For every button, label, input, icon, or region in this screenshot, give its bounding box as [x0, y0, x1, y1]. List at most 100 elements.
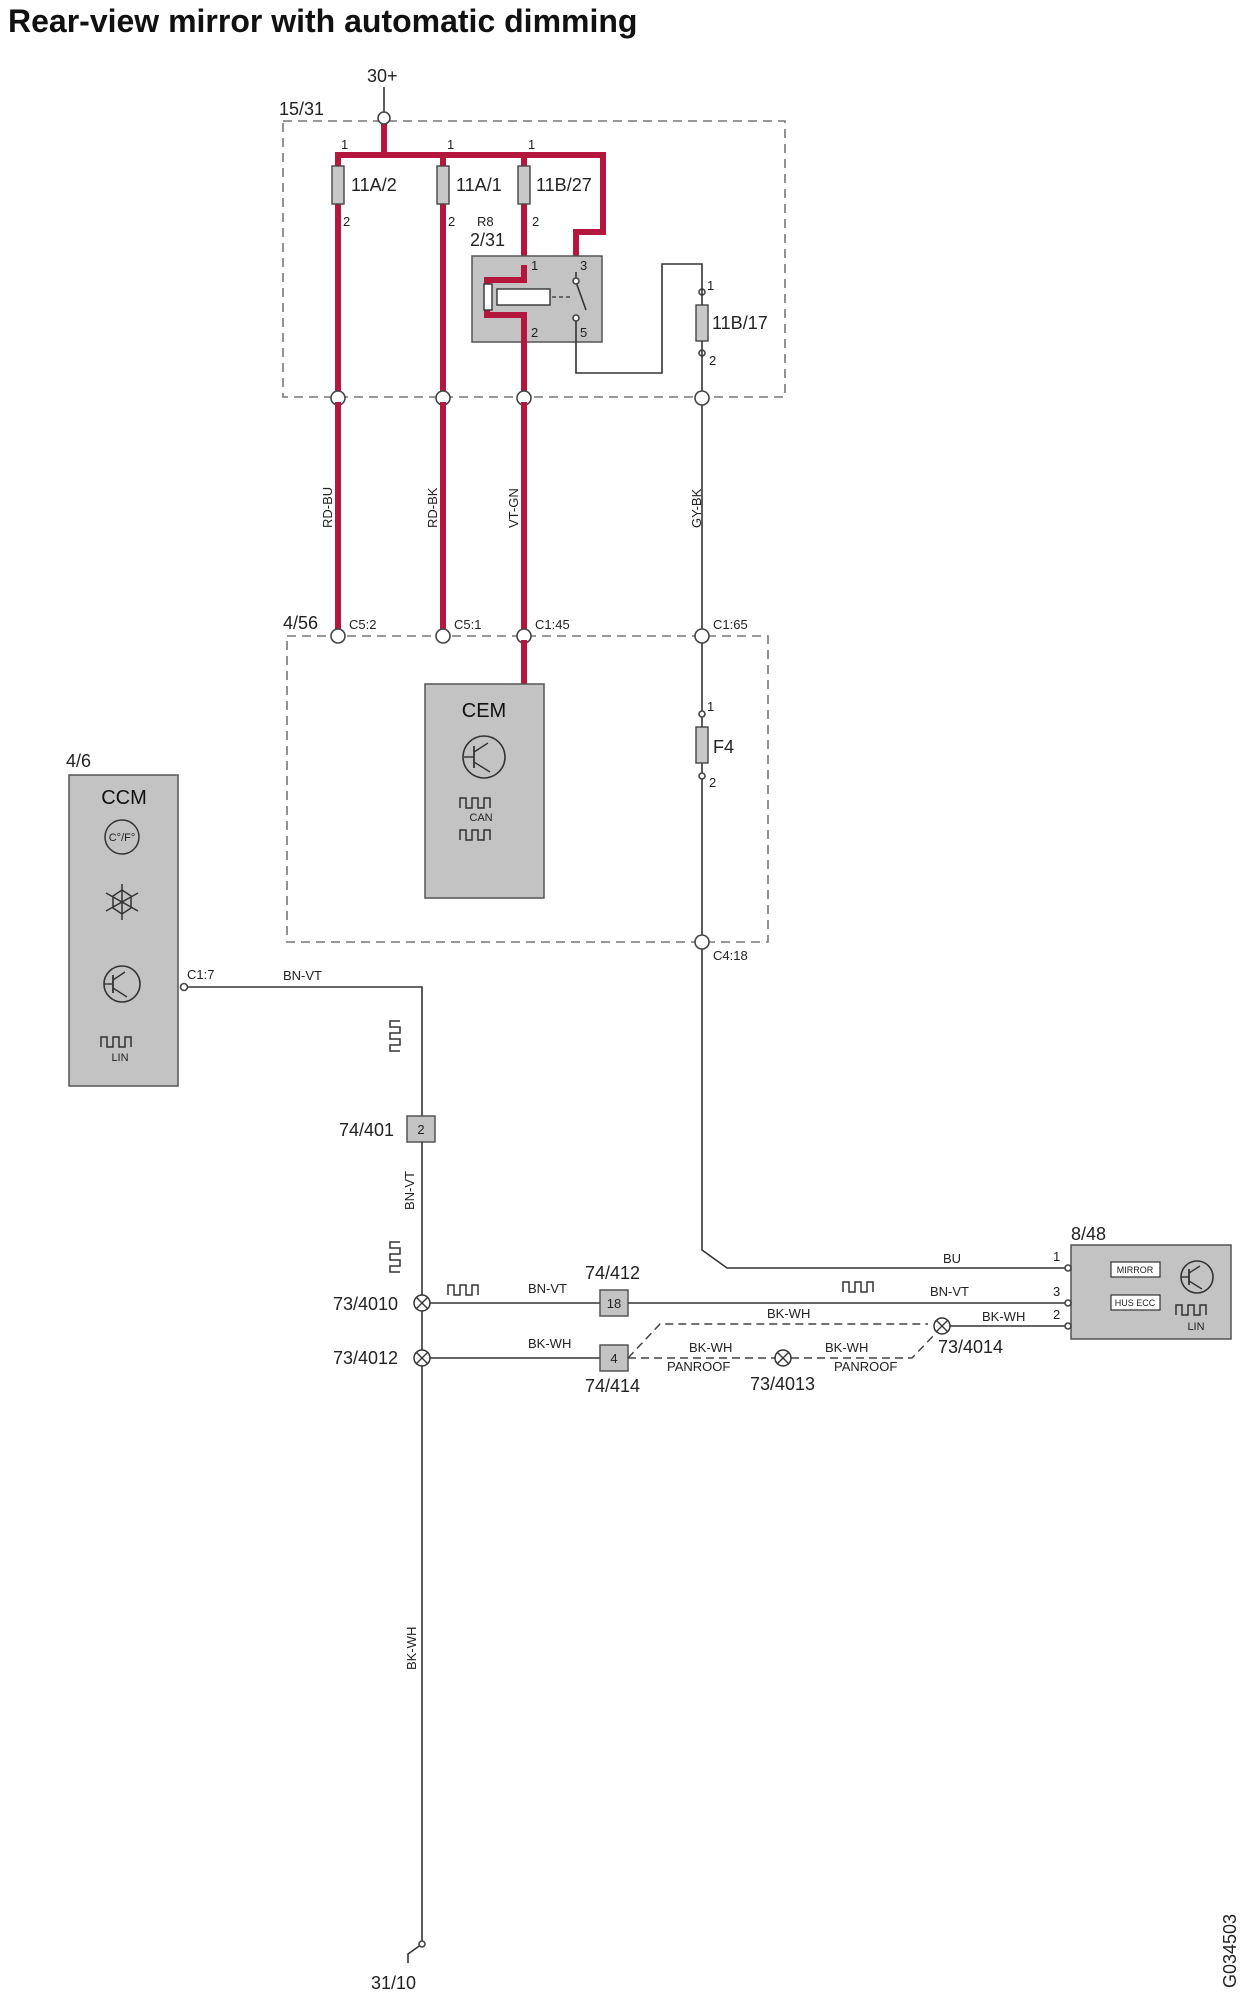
ccm-ref: 4/6	[66, 751, 91, 771]
wire-label-bn-vt-2: BN-VT	[402, 1171, 417, 1210]
supply-node	[377, 111, 391, 125]
fuse-11a-1-pin2: 2	[448, 214, 455, 229]
connector-c5-2: C5:2	[349, 617, 376, 632]
temperature-icon: C°/F°	[104, 819, 140, 855]
splice-73-4010-label: 73/4010	[333, 1294, 398, 1314]
panroof-label-1: PANROOF	[667, 1359, 730, 1374]
wire-label-rd-bk: RD-BK	[425, 487, 440, 528]
fuse-11a-2-pin2: 2	[343, 214, 350, 229]
wire-label-gy-bk: GY-BK	[689, 488, 704, 528]
fuse-f4-pin-top	[698, 710, 706, 718]
signal-icon-1	[389, 1020, 401, 1052]
splice-73-4010	[413, 1294, 431, 1312]
mirror-pin-3-label: 3	[1053, 1284, 1060, 1299]
wire-label-bn-vt-3: BN-VT	[528, 1281, 567, 1296]
fuse-11b-27	[517, 165, 531, 205]
mirror-pin-1-label: 1	[1053, 1249, 1060, 1264]
relay-switch	[575, 281, 587, 311]
connector-74-414-pin: 4	[610, 1351, 617, 1366]
mirror-pin-3	[1064, 1299, 1072, 1307]
node-c1-65	[694, 628, 710, 644]
connector-74-414-ref: 74/414	[585, 1376, 640, 1396]
fuse-11b-27-pin1: 1	[528, 137, 535, 152]
ccm-transistor-icon	[103, 965, 141, 1003]
wire-label-bk-wh-3: BK-WH	[689, 1340, 732, 1355]
ground-symbol	[407, 1943, 423, 1963]
node-c5-1	[435, 628, 451, 644]
fusebox-outline	[282, 120, 786, 398]
relay-output-wire	[575, 263, 703, 374]
fuse-11b-17-label: 11B/17	[712, 313, 768, 333]
connector-74-401-pin: 2	[417, 1122, 424, 1137]
supply-label: 30+	[367, 66, 398, 86]
fuse-f4-pin1: 1	[707, 699, 714, 714]
mirror-label-box	[1110, 1261, 1161, 1278]
splice-73-4013	[774, 1349, 792, 1367]
mirror-pin-1	[1064, 1264, 1072, 1272]
fuse-11a-1-pin1: 1	[447, 137, 454, 152]
fuse-11a-2-label: 11A/2	[351, 175, 397, 195]
ccm-connector: C1:7	[187, 967, 214, 982]
connector-c5-1: C5:1	[454, 617, 481, 632]
mirror-bus-label: LIN	[1187, 1321, 1204, 1333]
svg-text:C°/F°: C°/F°	[109, 832, 136, 844]
connector-74-412-ref: 74/412	[585, 1263, 640, 1283]
relay-name: R8	[477, 214, 494, 229]
hus-ecc-label: HUS ECC	[1115, 1298, 1156, 1308]
fuse-11b-27-pin2: 2	[532, 214, 539, 229]
fuse-f4-label: F4	[713, 737, 734, 757]
splice-73-4014	[933, 1317, 951, 1335]
fuse-f4	[695, 726, 709, 764]
fuse-11a-2-pin1: 1	[341, 137, 348, 152]
wire-label-bn-vt-4: BN-VT	[930, 1284, 969, 1299]
connector-c1-45: C1:45	[535, 617, 570, 632]
fuse-11b-27-label: 11B/27	[536, 175, 592, 195]
ccm-pin	[179, 982, 189, 992]
ground-label: 31/10	[371, 1973, 416, 1993]
mirror-module-ref: 8/48	[1071, 1224, 1106, 1244]
cem-transistor-icon	[462, 735, 506, 779]
diagram-title: Rear-view mirror with automatic dimming	[8, 3, 637, 39]
ccm-bus-label: LIN	[111, 1052, 128, 1064]
node-c4-18	[694, 934, 710, 950]
image-id: G034503	[1220, 1914, 1240, 1988]
fusebox-ref: 15/31	[279, 99, 324, 119]
connector-74-412-pin: 18	[607, 1296, 621, 1311]
relay-contact-b	[572, 314, 580, 322]
splice-73-4014-label: 73/4014	[938, 1337, 1003, 1357]
splice-73-4012	[413, 1349, 431, 1367]
mirror-module	[1070, 1244, 1232, 1340]
cem-name: CEM	[462, 700, 506, 722]
wire-label-bk-wh-ground: BK-WH	[404, 1627, 419, 1670]
connector-c4-18: C4:18	[713, 948, 748, 963]
mirror-transistor-icon	[1180, 1260, 1214, 1294]
relay-contact-a	[572, 277, 580, 285]
fuse-11b-17-pin1: 1	[707, 278, 714, 293]
ground-pin	[418, 1940, 426, 1948]
fuse-11b-17-pin2: 2	[709, 353, 716, 368]
relay-pin-5: 5	[580, 325, 587, 340]
wire-label-bk-wh-4: BK-WH	[825, 1340, 868, 1355]
signal-icon-3	[447, 1284, 479, 1296]
hus-ecc-label-box	[1110, 1294, 1161, 1311]
fuse-11a-2	[331, 165, 345, 205]
cem-box-ref: 4/56	[283, 613, 318, 633]
fuse-11a-1-label: 11A/1	[456, 175, 502, 195]
connector-74-412	[599, 1289, 629, 1317]
wire-label-bu: BU	[943, 1251, 961, 1266]
relay-ref: 2/31	[470, 230, 505, 250]
wire-label-vt-gn: VT-GN	[506, 488, 521, 528]
connector-74-401	[406, 1115, 436, 1143]
connector-74-401-ref: 74/401	[339, 1120, 394, 1140]
signal-icon-2	[389, 1241, 401, 1273]
snowflake-icon	[105, 884, 139, 920]
connector-c1-65: C1:65	[713, 617, 748, 632]
wire-label-rd-bu: RD-BU	[320, 487, 335, 528]
wire-label-bk-wh-5: BK-WH	[982, 1309, 1025, 1324]
node-c5-2	[330, 628, 346, 644]
fuse-11a-1	[436, 165, 450, 205]
ccm-name: CCM	[101, 787, 147, 809]
mirror-pin-2	[1064, 1322, 1072, 1330]
mirror-pin-2-label: 2	[1053, 1307, 1060, 1322]
